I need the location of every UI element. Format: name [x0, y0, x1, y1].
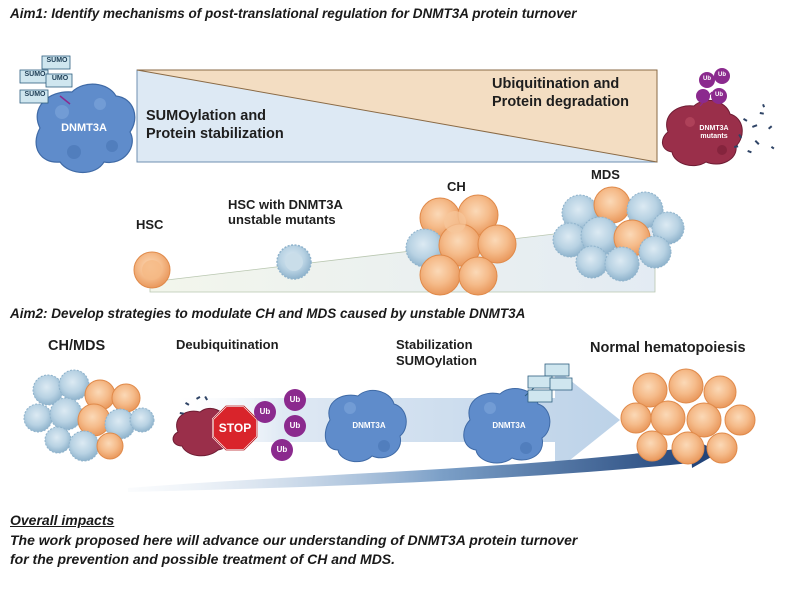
ub-tag-aim2-1: Ub — [259, 407, 271, 416]
hsc-cell — [133, 251, 171, 289]
hsc-mutant-cell — [276, 244, 312, 280]
dnmt3a-mutant-right — [662, 99, 743, 167]
aim1-title: Aim1: Identify mechanisms of post-transl… — [10, 6, 577, 21]
impact-line1: The work proposed here will advance our … — [10, 532, 578, 548]
ub-tag-right-2: Ub — [718, 72, 726, 78]
deubiquitination-label: Deubiquitination — [176, 337, 279, 352]
ub-tag-aim2-3: Ub — [289, 421, 301, 430]
stage-hsc-mutant-label-line2: unstable mutants — [228, 212, 336, 227]
normal-hematopoiesis-label: Normal hematopoiesis — [590, 340, 746, 356]
mutant-right-label-line2: mutants — [700, 132, 728, 140]
stabilization-degradation-wedge — [136, 69, 658, 163]
ubiquitination-label-line2: Protein degradation — [492, 94, 629, 110]
ch-cell-cluster — [405, 194, 517, 296]
ch-mds-cell-cluster — [23, 369, 155, 462]
stage-hsc-label: HSC — [136, 217, 164, 232]
sumo-tag-4: SUMO — [24, 91, 46, 98]
sumoylation-label-line2: Protein stabilization — [146, 126, 284, 142]
sumo-tags-left — [19, 55, 73, 104]
degraded-fragments — [734, 104, 775, 154]
stop-sign-label: STOP — [218, 421, 252, 435]
stabilization-label-line2: SUMOylation — [396, 353, 477, 368]
dnmt3a-middle-label: DNMT3A — [352, 421, 386, 430]
sumo-tag-1: SUMO — [46, 57, 68, 64]
ub-circles-aim2 — [254, 389, 306, 461]
ub-tag-right-3: Ub — [715, 92, 723, 98]
progress-swoosh — [128, 446, 700, 492]
stage-hsc-mutant-label-line1: HSC with DNMT3A — [228, 197, 343, 212]
mutant-right-label: DNMT3A mutants — [694, 125, 734, 140]
mutant-right-label-line1: DNMT3A — [699, 125, 729, 132]
dnmt3a-left-label: DNMT3A — [61, 122, 107, 134]
ub-fragments-aim2 — [179, 396, 208, 415]
ub-cluster-right — [696, 68, 730, 107]
stage-mds-label: MDS — [591, 167, 620, 182]
sumoylation-label-line1: SUMOylation and — [146, 108, 267, 124]
normal-hematopoiesis-cluster — [620, 368, 756, 465]
sumo-tag-2: SUMO — [24, 71, 46, 78]
dnmt3a-protein-left — [35, 83, 136, 174]
mds-cell-cluster — [552, 186, 685, 282]
dnmt3a-sumoylated-label: DNMT3A — [492, 421, 526, 430]
sumo-tags-aim2 — [527, 363, 573, 403]
stage-ch-label: CH — [447, 179, 466, 194]
sumo-tag-3: UMO — [51, 75, 69, 82]
dnmt3a-protein-middle — [324, 389, 407, 463]
ub-tag-aim2-2: Ub — [289, 395, 301, 404]
ubiquitination-label-line1: Ubiquitination and — [492, 76, 620, 92]
dnmt3a-protein-sumoylated — [463, 385, 551, 464]
impact-line2: for the prevention and possible treatmen… — [10, 551, 396, 567]
impact-heading: Overall impacts — [10, 512, 115, 528]
ub-tag-aim2-4: Ub — [276, 445, 288, 454]
ub-tag-right-1: Ub — [703, 76, 711, 82]
ch-mds-label: CH/MDS — [48, 338, 106, 354]
stop-sign — [212, 405, 258, 451]
aim2-title: Aim2: Develop strategies to modulate CH … — [10, 306, 526, 321]
stabilization-label-line1: Stabilization — [396, 337, 473, 352]
